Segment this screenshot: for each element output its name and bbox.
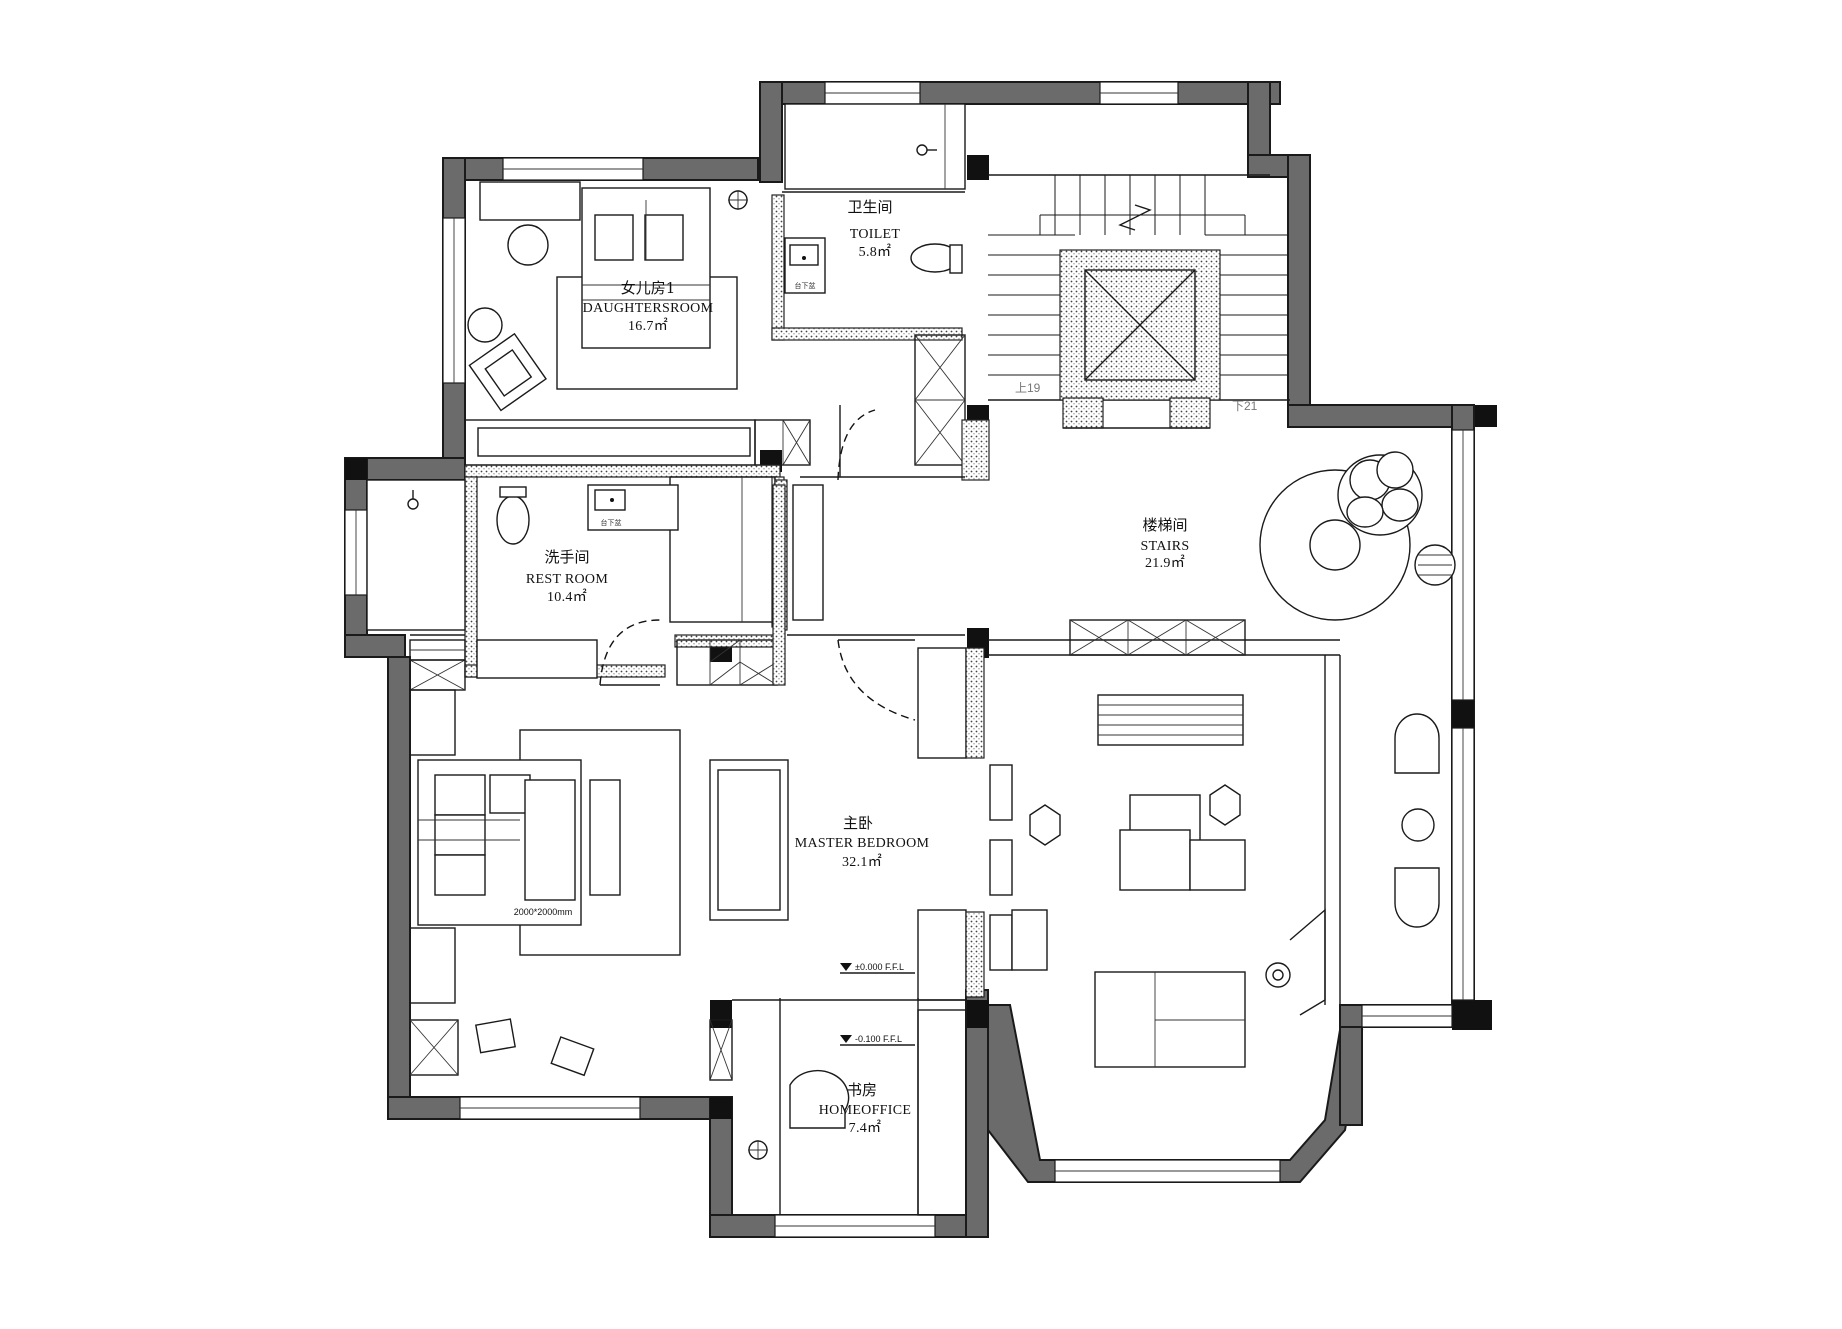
level-marker-1: ±0.000 F.F.L <box>855 962 904 972</box>
bench <box>709 759 789 921</box>
lounge-chair-icon <box>1337 451 1423 536</box>
label-master-bedroom: 主卧 MASTER BEDROOM 32.1㎡ <box>795 814 930 870</box>
label-stairs: 楼梯间 STAIRS 21.9㎡ <box>1141 516 1190 571</box>
daughter-room-area: 16.7㎡ <box>628 318 668 334</box>
master-cn: 主卧 <box>843 814 873 832</box>
label-daughter-room: 女儿房1 DAUGHTERSROOM 16.7㎡ <box>583 279 714 334</box>
staircase: 上19 下21 <box>988 175 1288 429</box>
office-en: HOMEOFFICE <box>819 1103 911 1118</box>
rest-toilet-icon <box>496 495 530 545</box>
rest-room-area: 10.4㎡ <box>547 589 587 605</box>
structural-columns <box>345 155 1497 1119</box>
toilet-en: TOILET <box>850 227 901 242</box>
toilet-area: 5.8㎡ <box>859 244 892 260</box>
stairs-down-label: 下21 <box>1232 399 1258 413</box>
stool <box>467 307 503 343</box>
stairs-cn: 楼梯间 <box>1142 516 1187 534</box>
rest-room-furniture: 台下盆 <box>366 405 916 721</box>
toilet-furniture: 台下盆 <box>784 103 966 294</box>
rest-room-en: REST ROOM <box>526 572 608 587</box>
office-furniture <box>748 1069 850 1160</box>
rest-basin-label: 台下盆 <box>601 518 622 527</box>
daughter-room-cn: 女儿房1 <box>621 279 676 297</box>
round-table <box>507 224 549 266</box>
label-home-office: 书房 HOMEOFFICE 7.4㎡ <box>819 1081 911 1136</box>
toilet-basin-label: 台下盆 <box>795 281 816 290</box>
daughter-room-furniture <box>467 181 748 412</box>
windows <box>344 81 1475 1238</box>
office-chair-icon <box>789 1069 850 1129</box>
master-en: MASTER BEDROOM <box>795 836 930 851</box>
stairs-area: 21.9㎡ <box>1145 555 1185 571</box>
bed-size-label: 2000*2000mm <box>514 907 573 917</box>
label-rest-room: 洗手间 REST ROOM 10.4㎡ <box>526 548 608 605</box>
master-area: 32.1㎡ <box>842 854 882 870</box>
stairs-up-label: 上19 <box>1015 381 1041 395</box>
toilet-cn: 卫生间 <box>847 198 892 216</box>
stairs-en: STAIRS <box>1141 539 1190 554</box>
lounge-furniture <box>1259 451 1456 621</box>
label-toilet: 卫生间 TOILET 5.8㎡ <box>847 198 900 260</box>
office-cn: 书房 <box>847 1081 877 1099</box>
rest-room-cn: 洗手间 <box>544 548 589 566</box>
daughter-room-en: DAUGHTERSROOM <box>583 301 714 316</box>
office-area: 7.4㎡ <box>849 1120 882 1136</box>
room-labels: 女儿房1 DAUGHTERSROOM 16.7㎡ 卫生间 TOILET 5.8㎡… <box>526 198 1190 1136</box>
master-bedroom-furniture: 2000*2000mm ± <box>417 694 1440 1077</box>
level-marker-2: -0.100 F.F.L <box>855 1034 902 1044</box>
